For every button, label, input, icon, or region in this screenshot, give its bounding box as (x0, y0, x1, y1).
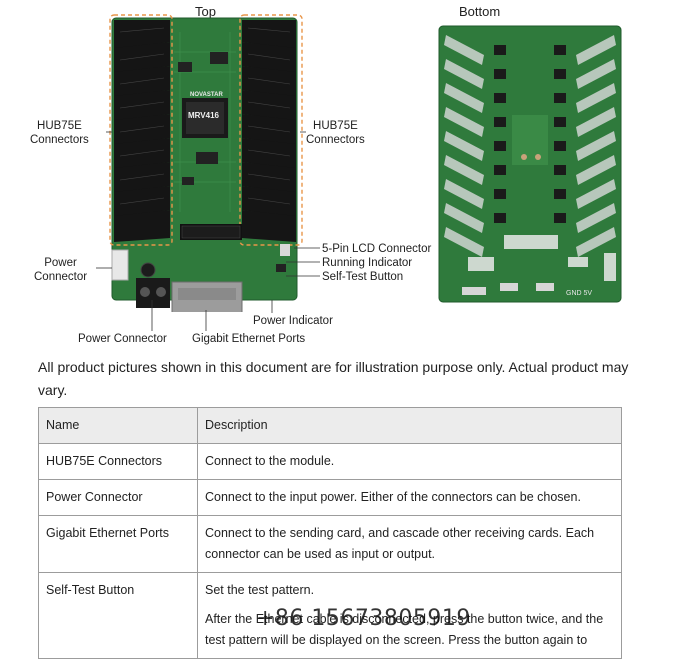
bottom-board-image (438, 25, 622, 303)
bottom-view-title: Bottom (459, 4, 501, 19)
callout-leader-lines (96, 131, 320, 331)
row-name: HUB75E Connectors (38, 443, 198, 480)
description-text: Connect to the sending card, and cascade… (205, 526, 595, 561)
row-description: Connect to the module. (197, 443, 622, 480)
row-description: Connect to the input power. Either of th… (197, 479, 622, 516)
label-ethernet-ports: Gigabit Ethernet Ports (192, 333, 306, 345)
hub-left-callout (109, 14, 173, 246)
label-hub75e-left: HUB75E Connectors (30, 120, 89, 146)
row-name: Self-Test Button (38, 572, 198, 659)
description-text: Set the test pattern. (205, 583, 315, 597)
label-hub75e-right: HUB75E Connectors (306, 120, 365, 146)
board-model: MRV416 (188, 111, 219, 120)
top-board-image (109, 14, 303, 312)
table-row: Power Connector Connect to the input pow… (38, 479, 622, 516)
hub75e-connectors-left (114, 20, 170, 242)
row-name: Gigabit Ethernet Ports (38, 515, 198, 573)
column-header-description: Description (197, 407, 622, 444)
bottom-silkscreen-label: GND 5V (566, 290, 593, 297)
description-text: Connect to the input power. Either of th… (205, 490, 581, 504)
label-power-connector-bottom: Power Connector (78, 333, 167, 345)
label-lcd-connector: 5-Pin LCD Connector (322, 243, 432, 255)
label-running-indicator: Running Indicator (322, 257, 413, 269)
label-power-connector-left: Power Connector (34, 257, 88, 283)
label-self-test-button: Self-Test Button (322, 271, 404, 283)
board-logo: NOVASTAR (190, 92, 223, 98)
column-header-name: Name (38, 407, 198, 444)
phone-watermark: +86 15673805919 (256, 606, 471, 631)
row-name: Power Connector (38, 479, 198, 516)
hub-right-callout (239, 14, 303, 246)
row-description: Connect to the sending card, and cascade… (197, 515, 622, 573)
table-header-row: Name Description (38, 407, 622, 444)
top-view-title: Top (195, 4, 216, 19)
description-text: Connect to the module. (205, 454, 335, 468)
hub75e-connectors-right (242, 20, 296, 242)
label-power-indicator: Power Indicator (253, 315, 333, 327)
illustration-note: All product pictures shown in this docum… (38, 359, 629, 398)
table-row: Gigabit Ethernet Ports Connect to the se… (38, 515, 622, 573)
table-row: HUB75E Connectors Connect to the module. (38, 443, 622, 480)
